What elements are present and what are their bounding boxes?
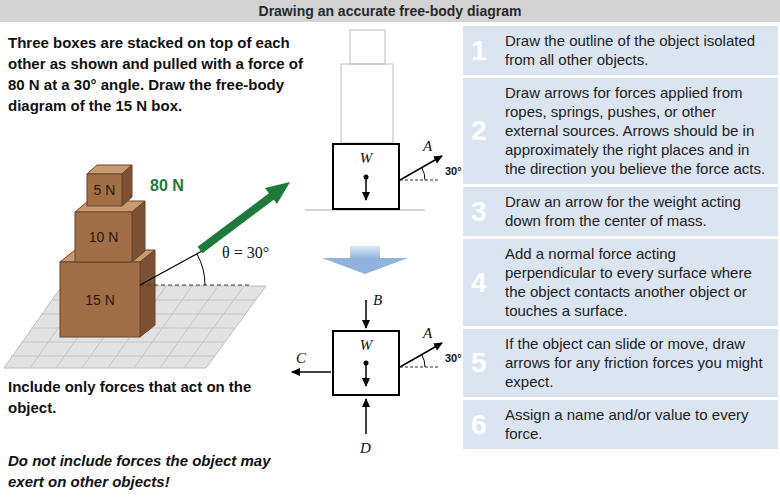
title-text: Drawing an accurate free-body diagram (259, 3, 522, 19)
force-arrow (400, 343, 442, 367)
step-text: Assign a name and/or value to every forc… (505, 405, 770, 443)
weight-label: W (334, 145, 398, 166)
step-panel: 5 If the object can slide or move, draw a… (463, 329, 778, 397)
box-front (60, 262, 140, 337)
angle-label: 30° (445, 352, 462, 364)
step-number: 4 (471, 267, 487, 299)
warning-text: Do not include forces the object may exe… (8, 450, 308, 492)
force-label: A (423, 325, 432, 342)
stacked-box: 15 N (60, 262, 140, 337)
normal-force-arrow (365, 399, 367, 434)
reference-line (400, 180, 440, 181)
force-label: C (296, 350, 306, 367)
box-front (87, 174, 122, 206)
problem-text: Three boxes are stacked on top of each o… (8, 32, 308, 116)
box-side (140, 250, 155, 337)
step-text: Draw an arrow for the weight acting down… (505, 192, 770, 230)
stacked-box: 10 N (75, 212, 132, 262)
angle-arc (422, 168, 425, 181)
force-arrow (200, 196, 272, 250)
friction-arrow (292, 371, 331, 373)
force-label: B (373, 292, 382, 309)
ghost-box (350, 30, 385, 64)
step-text: Add a normal force acting perpendicular … (505, 244, 770, 320)
step-number: 5 (471, 347, 487, 379)
step-panel: 4 Add a normal force acting perpendicular… (463, 239, 778, 326)
step-number: 2 (471, 115, 487, 147)
transform-arrow (322, 258, 408, 274)
box-label: 5 N (94, 182, 116, 198)
angle-arc (422, 355, 425, 368)
force-arrow (400, 156, 442, 180)
weight-label: W (334, 332, 398, 353)
step-panel: 3 Draw an arrow for the weight acting dow… (463, 187, 778, 236)
free-body-box: W (332, 330, 400, 396)
step-panel: 2 Draw arrows for forces applied from rop… (463, 78, 778, 184)
stacked-box: 5 N (87, 174, 122, 206)
step-text: If the object can slide or move, draw ar… (505, 334, 770, 391)
title-bar: Drawing an accurate free-body diagram (0, 0, 780, 22)
ghost-box (341, 64, 393, 143)
step-panel: 1 Draw the outline of the object isolated… (463, 26, 778, 75)
force-arrowhead (265, 182, 290, 204)
force-label: D (360, 440, 371, 457)
reference-line (140, 285, 252, 286)
box-side (132, 201, 145, 262)
angle-label: 30° (445, 165, 462, 177)
step-number: 6 (471, 409, 487, 441)
angle-arc (197, 254, 205, 285)
reference-line (400, 367, 440, 368)
box-front (75, 212, 132, 262)
note-text: Include only forces that act on the obje… (8, 376, 283, 418)
force-value: 80 N (150, 177, 184, 195)
box-label: 15 N (85, 292, 115, 308)
step-number: 1 (471, 35, 487, 67)
transform-arrow (350, 246, 380, 259)
rope-line (140, 251, 202, 285)
weight-arrow (365, 177, 367, 200)
free-body-box: W (332, 143, 400, 210)
step-panel: 6 Assign a name and/or value to every for… (463, 400, 778, 449)
force-label: A (423, 138, 432, 155)
step-number: 3 (471, 196, 487, 228)
step-text: Draw the outline of the object isolated … (505, 31, 770, 69)
step-text: Draw arrows for forces applied from rope… (505, 83, 770, 178)
normal-force-arrow (365, 300, 367, 328)
box-side (122, 165, 132, 206)
angle-label: θ = 30° (222, 244, 269, 262)
box-label: 10 N (89, 229, 119, 245)
weight-arrow (365, 363, 367, 386)
